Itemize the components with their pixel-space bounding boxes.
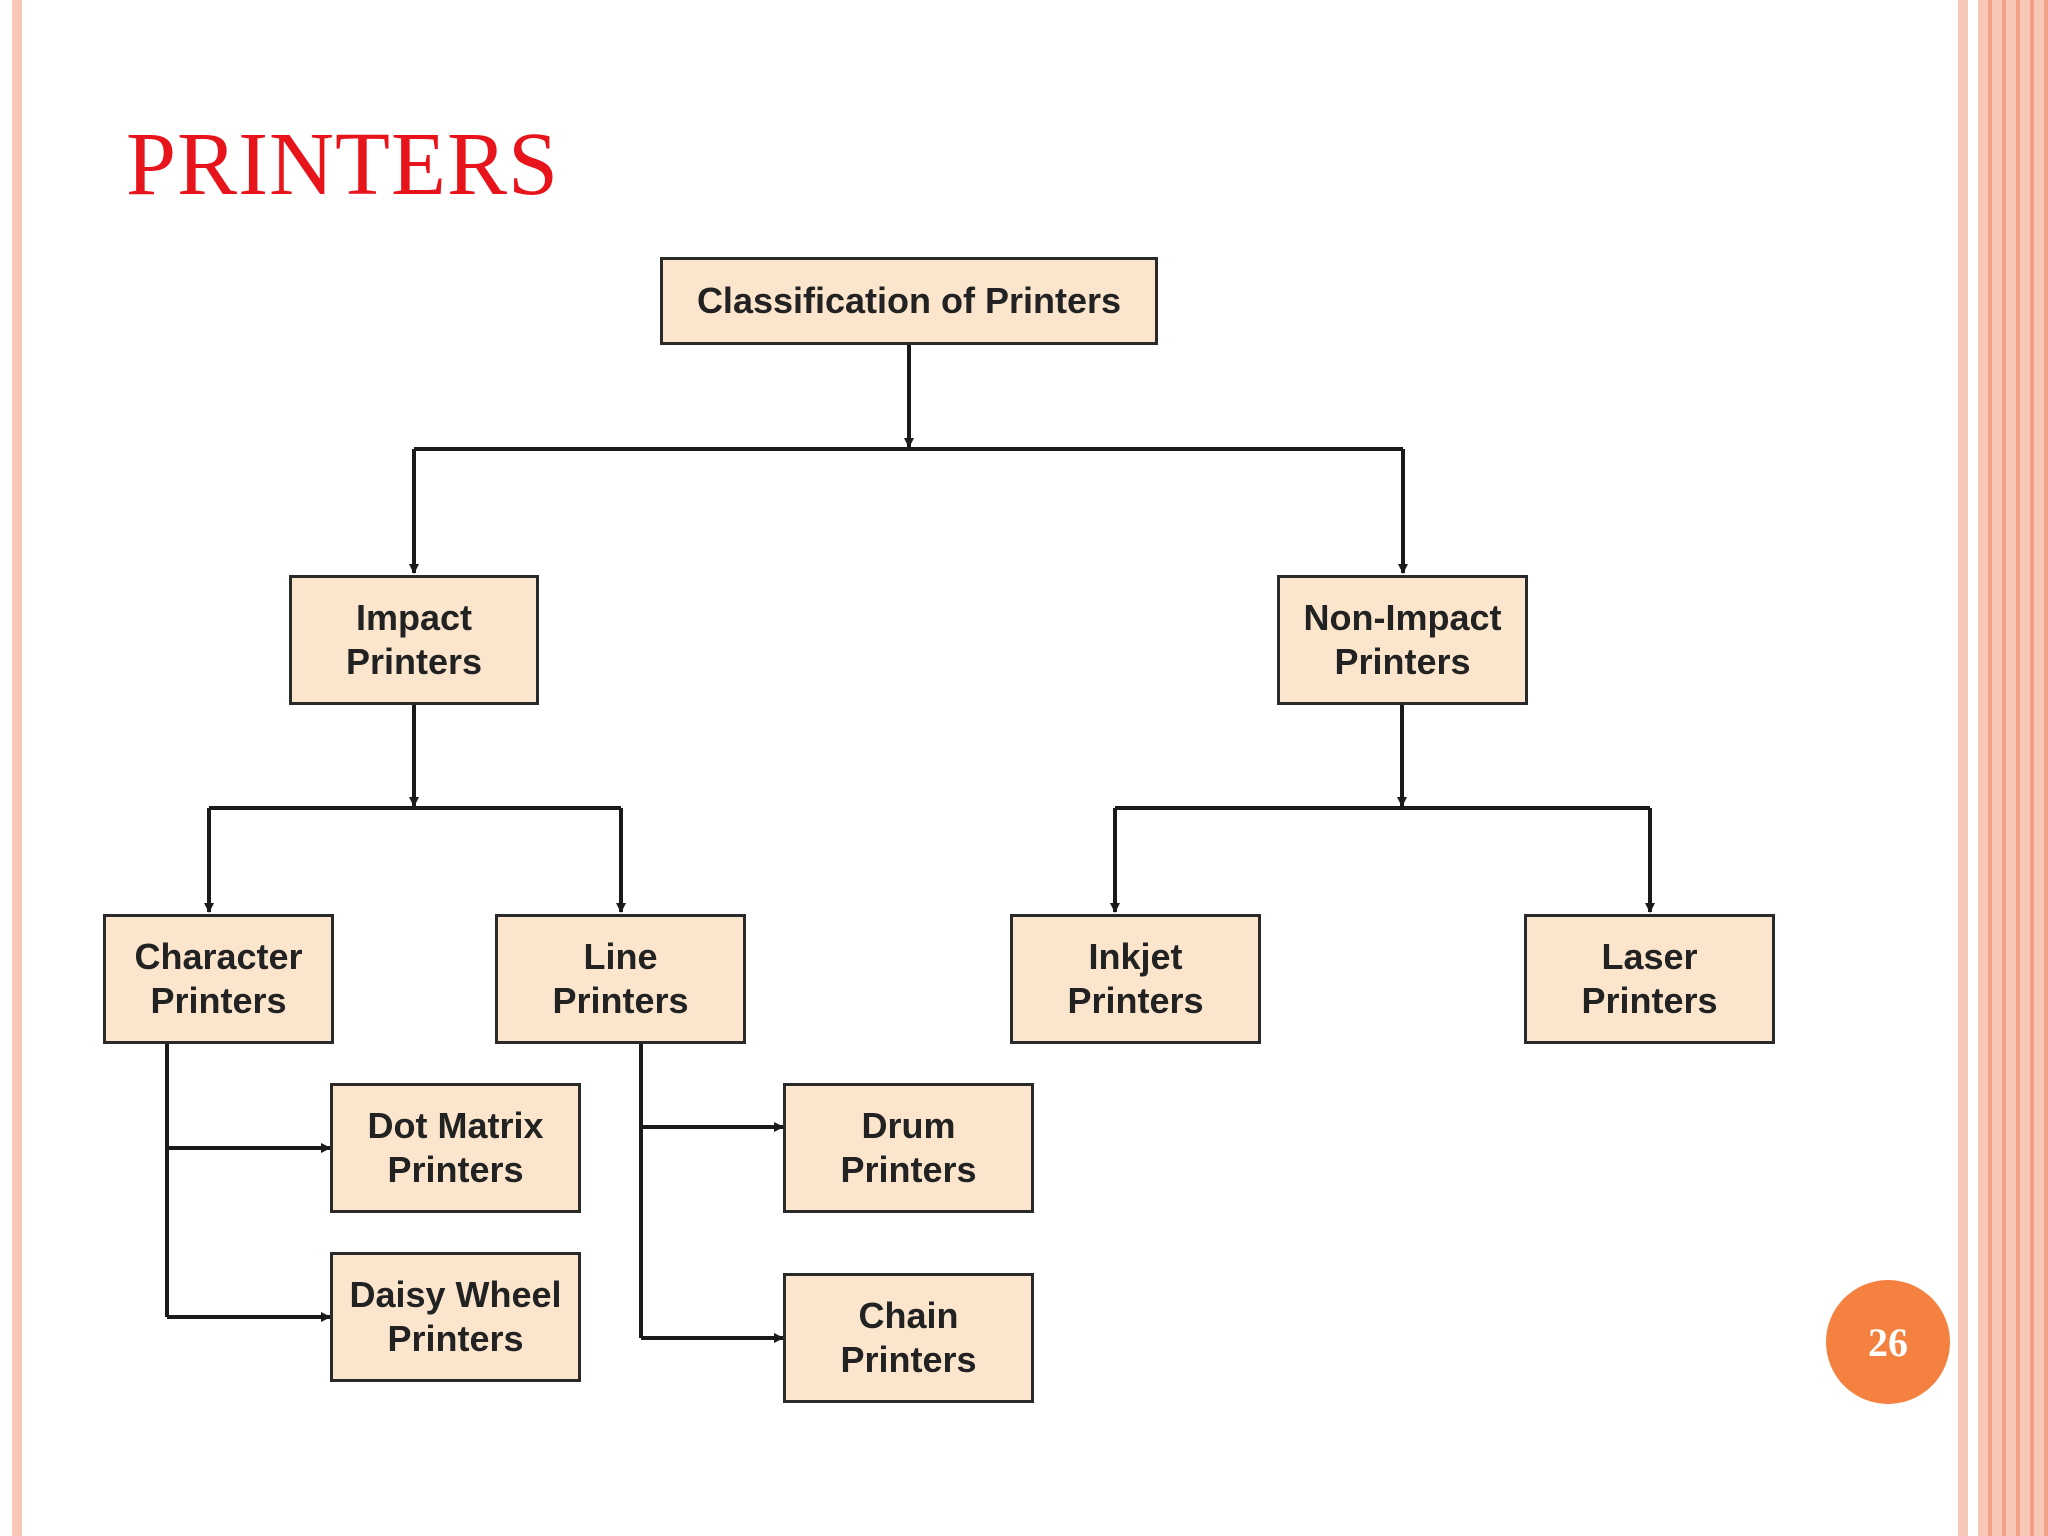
node-chain-printers: Chain Printers xyxy=(783,1273,1034,1403)
node-character-printers: Character Printers xyxy=(103,914,334,1044)
node-label: Chain Printers xyxy=(840,1295,977,1380)
page-number-badge: 26 xyxy=(1826,1280,1950,1404)
page-title: PRINTERS xyxy=(126,115,560,214)
node-drum-printers: Drum Printers xyxy=(783,1083,1034,1213)
right-border-outer xyxy=(1978,0,2048,1536)
node-daisy-wheel-printers: Daisy Wheel Printers xyxy=(330,1252,581,1382)
node-inkjet-printers: Inkjet Printers xyxy=(1010,914,1261,1044)
node-label: Line Printers xyxy=(552,936,689,1021)
node-label: Character Printers xyxy=(134,936,303,1021)
node-impact-printers: Impact Printers xyxy=(289,575,539,705)
node-label: Inkjet Printers xyxy=(1067,936,1204,1021)
node-label: Laser Printers xyxy=(1581,936,1718,1021)
right-border-inner xyxy=(1958,0,1968,1536)
node-line-printers: Line Printers xyxy=(495,914,746,1044)
node-label: Classification of Printers xyxy=(696,280,1122,321)
page-number-text: 26 xyxy=(1868,1319,1908,1365)
node-label: Non-Impact Printers xyxy=(1303,597,1502,682)
node-label: Dot Matrix Printers xyxy=(367,1105,544,1190)
node-label: Drum Printers xyxy=(840,1105,977,1190)
node-laser-printers: Laser Printers xyxy=(1524,914,1775,1044)
node-label: Daisy Wheel Printers xyxy=(349,1274,562,1359)
node-classification-of-printers: Classification of Printers xyxy=(660,257,1158,345)
node-non-impact-printers: Non-Impact Printers xyxy=(1277,575,1528,705)
left-border xyxy=(12,0,22,1536)
node-label: Impact Printers xyxy=(345,597,483,682)
node-dot-matrix-printers: Dot Matrix Printers xyxy=(330,1083,581,1213)
